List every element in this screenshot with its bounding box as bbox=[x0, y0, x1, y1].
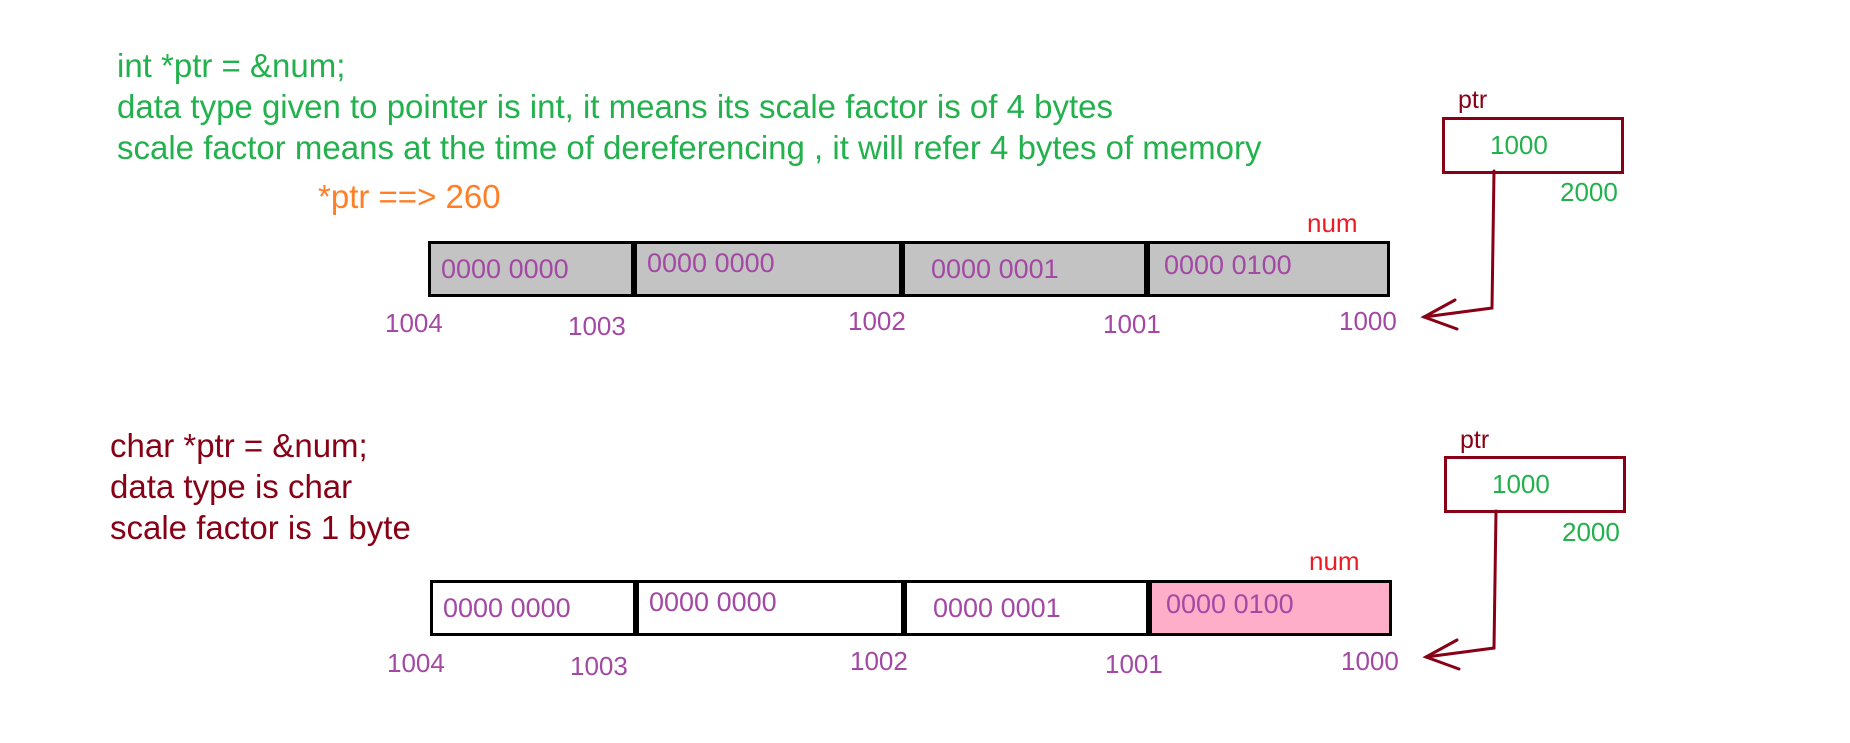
int-addr-1001: 1001 bbox=[1103, 309, 1161, 339]
int-decl-line: int *ptr = &num; bbox=[117, 47, 346, 84]
char-scale-line: scale factor is 1 byte bbox=[110, 509, 411, 546]
char-byte-1003: 0000 0000 bbox=[633, 583, 901, 633]
int-ptr-arrow-icon bbox=[1420, 169, 1496, 331]
int-deref-result: *ptr ==> 260 bbox=[318, 178, 501, 215]
int-byte-1003: 0000 0000 bbox=[631, 244, 899, 294]
char-ptr-arrow-icon bbox=[1422, 509, 1498, 671]
char-ptr-value: 1000 bbox=[1492, 469, 1550, 499]
int-byte-1002: 0000 0001 bbox=[899, 244, 1144, 294]
int-ptr-label: ptr bbox=[1458, 86, 1488, 114]
char-addr-1001: 1001 bbox=[1105, 649, 1163, 679]
int-memory-block: 0000 0000 0000 0000 0000 0001 0000 0100 bbox=[428, 241, 1390, 297]
char-addr-1003: 1003 bbox=[570, 651, 628, 681]
int-ptr-value: 1000 bbox=[1490, 130, 1548, 160]
char-byte-1001-highlighted: 0000 0100 bbox=[1146, 583, 1389, 633]
char-byte-1004: 0000 0000 bbox=[443, 593, 571, 623]
char-addr-1002: 1002 bbox=[850, 646, 908, 676]
int-ptr-address: 2000 bbox=[1560, 177, 1618, 207]
int-num-label: num bbox=[1307, 208, 1358, 238]
char-memory-block: 0000 0000 0000 0000 0000 0001 0000 0100 bbox=[430, 580, 1392, 636]
char-ptr-label: ptr bbox=[1460, 426, 1490, 454]
char-decl-line: char *ptr = &num; bbox=[110, 427, 368, 464]
char-byte-1002: 0000 0001 bbox=[901, 583, 1146, 633]
char-num-label: num bbox=[1309, 546, 1360, 576]
int-deref-explanation: scale factor means at the time of derefe… bbox=[117, 129, 1262, 166]
char-ptr-box: 1000 bbox=[1444, 456, 1626, 513]
int-byte-1004: 0000 0000 bbox=[441, 254, 569, 284]
int-byte-1001: 0000 0100 bbox=[1144, 244, 1387, 294]
int-addr-1003: 1003 bbox=[568, 311, 626, 341]
int-addr-1002: 1002 bbox=[848, 306, 906, 336]
char-type-line: data type is char bbox=[110, 468, 353, 505]
char-addr-1004: 1004 bbox=[387, 648, 445, 678]
char-addr-1000: 1000 bbox=[1341, 646, 1399, 676]
char-ptr-address: 2000 bbox=[1562, 517, 1620, 547]
int-addr-1000: 1000 bbox=[1339, 306, 1397, 336]
int-ptr-box: 1000 bbox=[1442, 117, 1624, 174]
int-scale-line: data type given to pointer is int, it me… bbox=[117, 88, 1113, 125]
int-addr-1004: 1004 bbox=[385, 308, 443, 338]
